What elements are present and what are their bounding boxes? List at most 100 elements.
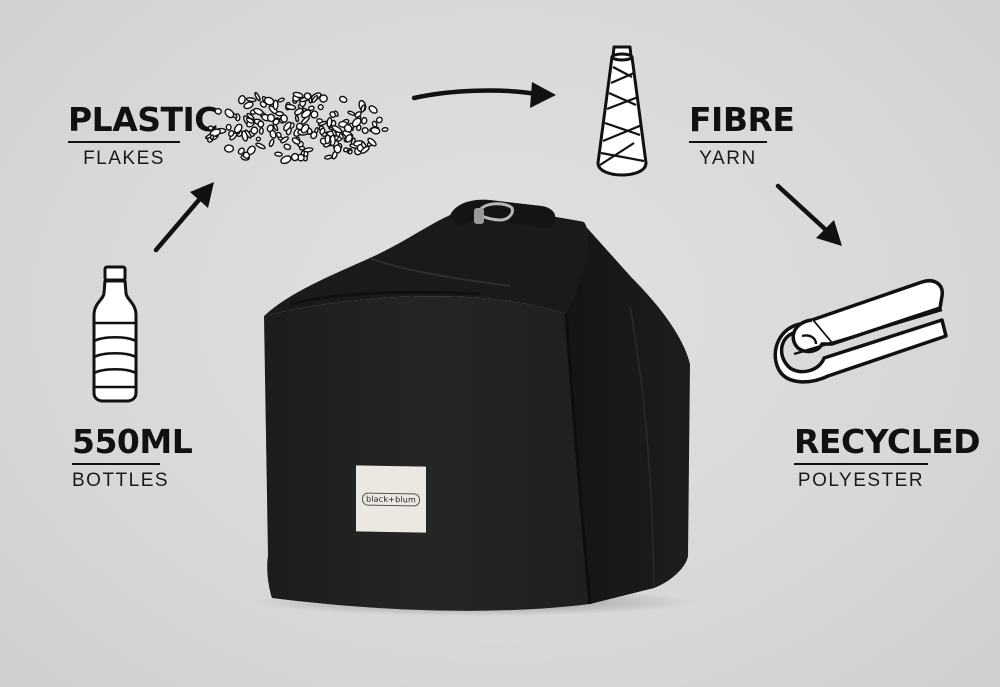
plastic-flake	[283, 121, 292, 132]
plastic-flake	[338, 95, 348, 104]
plastic-flake	[351, 117, 362, 128]
plastic-flake	[274, 151, 283, 157]
plastic-flake	[280, 114, 288, 123]
plastic-flake	[311, 94, 319, 104]
plastic-flake	[344, 133, 353, 143]
step-title: 550ML	[72, 424, 193, 465]
plastic-flake	[257, 120, 265, 128]
brand-tag: black+blum	[356, 465, 426, 533]
plastic-flake	[225, 123, 232, 131]
plastic-flake	[259, 100, 267, 108]
recycled-polyester-label: RECYCLED POLYESTER	[794, 424, 981, 492]
plastic-flake	[343, 147, 349, 153]
step-title: FIBRE	[689, 102, 795, 143]
plastic-flake	[210, 134, 215, 141]
folded-fabric-icon	[773, 279, 948, 384]
plastic-flake	[275, 131, 282, 139]
plastic-flake	[368, 105, 378, 114]
step-subtitle: POLYESTER	[797, 470, 925, 491]
arrow-flakes-to-fibre	[411, 82, 556, 108]
step-subtitle: YARN	[699, 148, 757, 169]
plastic-flake	[326, 117, 333, 128]
plastic-flake	[268, 138, 275, 148]
plastic-flake	[266, 113, 276, 123]
arrow-fibre-to-polyester	[775, 183, 842, 246]
plastic-flake	[272, 99, 279, 111]
plastic-flake	[291, 137, 301, 145]
plastic-flake	[361, 126, 369, 135]
plastic-flake	[255, 136, 262, 142]
plastic-flake	[254, 91, 261, 102]
plastic-flake	[228, 130, 235, 137]
plastic-flake	[323, 154, 333, 160]
plastic-flake	[319, 127, 326, 136]
plastic-flake	[331, 128, 338, 137]
plastic-flake	[324, 134, 331, 145]
plastic-flake	[347, 110, 356, 116]
yarn-spool-icon	[596, 45, 648, 177]
plastic-flake	[375, 116, 383, 124]
plastic-flake	[347, 149, 353, 155]
plastic-flake	[242, 151, 251, 159]
plastic-flake	[237, 147, 245, 155]
plastic-flake	[310, 110, 319, 119]
plastic-flake	[360, 145, 370, 154]
plastic-flake	[303, 150, 309, 158]
lunch-bag-image	[255, 199, 695, 616]
plastic-flake	[237, 94, 246, 105]
fibre-yarn-label: FIBRE YARN	[689, 102, 795, 170]
plastic-flake	[223, 144, 235, 153]
arrow-bottles-to-flakes	[153, 182, 214, 253]
plastic-flake	[245, 117, 255, 124]
plastic-flake	[360, 104, 366, 113]
plastic-flake	[370, 126, 381, 135]
plastic-flake	[331, 125, 343, 134]
plastic-flake	[290, 152, 300, 162]
step-title: PLASTIC	[68, 102, 219, 143]
step-title: RECYCLED	[794, 424, 981, 465]
plastic-flake	[275, 110, 285, 117]
plastic-flake	[224, 108, 235, 119]
plastic-flake	[333, 110, 339, 117]
plastic-flake	[371, 120, 378, 128]
plastic-flake	[258, 127, 264, 135]
plastic-flakes-label: PLASTIC FLAKES	[68, 102, 219, 170]
plastic-flake	[292, 91, 304, 99]
plastic-flakes-icon	[204, 91, 389, 165]
plastic-flake	[310, 131, 318, 140]
step-subtitle: BOTTLES	[72, 470, 170, 491]
plastic-flake	[300, 123, 310, 134]
plastic-flake	[245, 97, 257, 103]
plastic-flake	[343, 123, 353, 133]
plastic-flake	[255, 142, 266, 150]
plastic-flake	[354, 111, 362, 118]
plastic-flake	[283, 143, 292, 151]
plastic-flake	[280, 155, 292, 165]
plastic-flake	[207, 125, 214, 131]
brand-label: black+blum	[361, 491, 421, 507]
bottles-label: 550ML BOTTLES	[72, 424, 193, 492]
plastic-flake	[338, 133, 344, 140]
plastic-flake	[333, 144, 342, 154]
plastic-flake	[300, 115, 310, 125]
plastic-flake	[294, 114, 300, 123]
plastic-flake	[277, 97, 285, 103]
plastic-flake	[233, 123, 243, 134]
plastic-flake	[280, 136, 289, 144]
plastic-flake	[307, 105, 315, 112]
plastic-flake	[367, 137, 377, 147]
plastic-flake	[269, 129, 277, 139]
plastic-flake	[250, 126, 259, 135]
plastic-flake	[243, 101, 254, 110]
step-subtitle: FLAKES	[83, 148, 165, 169]
plastic-flake	[317, 103, 324, 111]
plastic-bottle-icon	[92, 265, 138, 403]
plastic-flake	[319, 94, 328, 103]
plastic-flake	[360, 116, 368, 125]
plastic-flake	[381, 126, 389, 133]
plastic-flake	[303, 92, 312, 101]
plastic-flake	[214, 107, 222, 115]
plastic-flake	[284, 103, 297, 111]
plastic-flake	[244, 129, 252, 139]
